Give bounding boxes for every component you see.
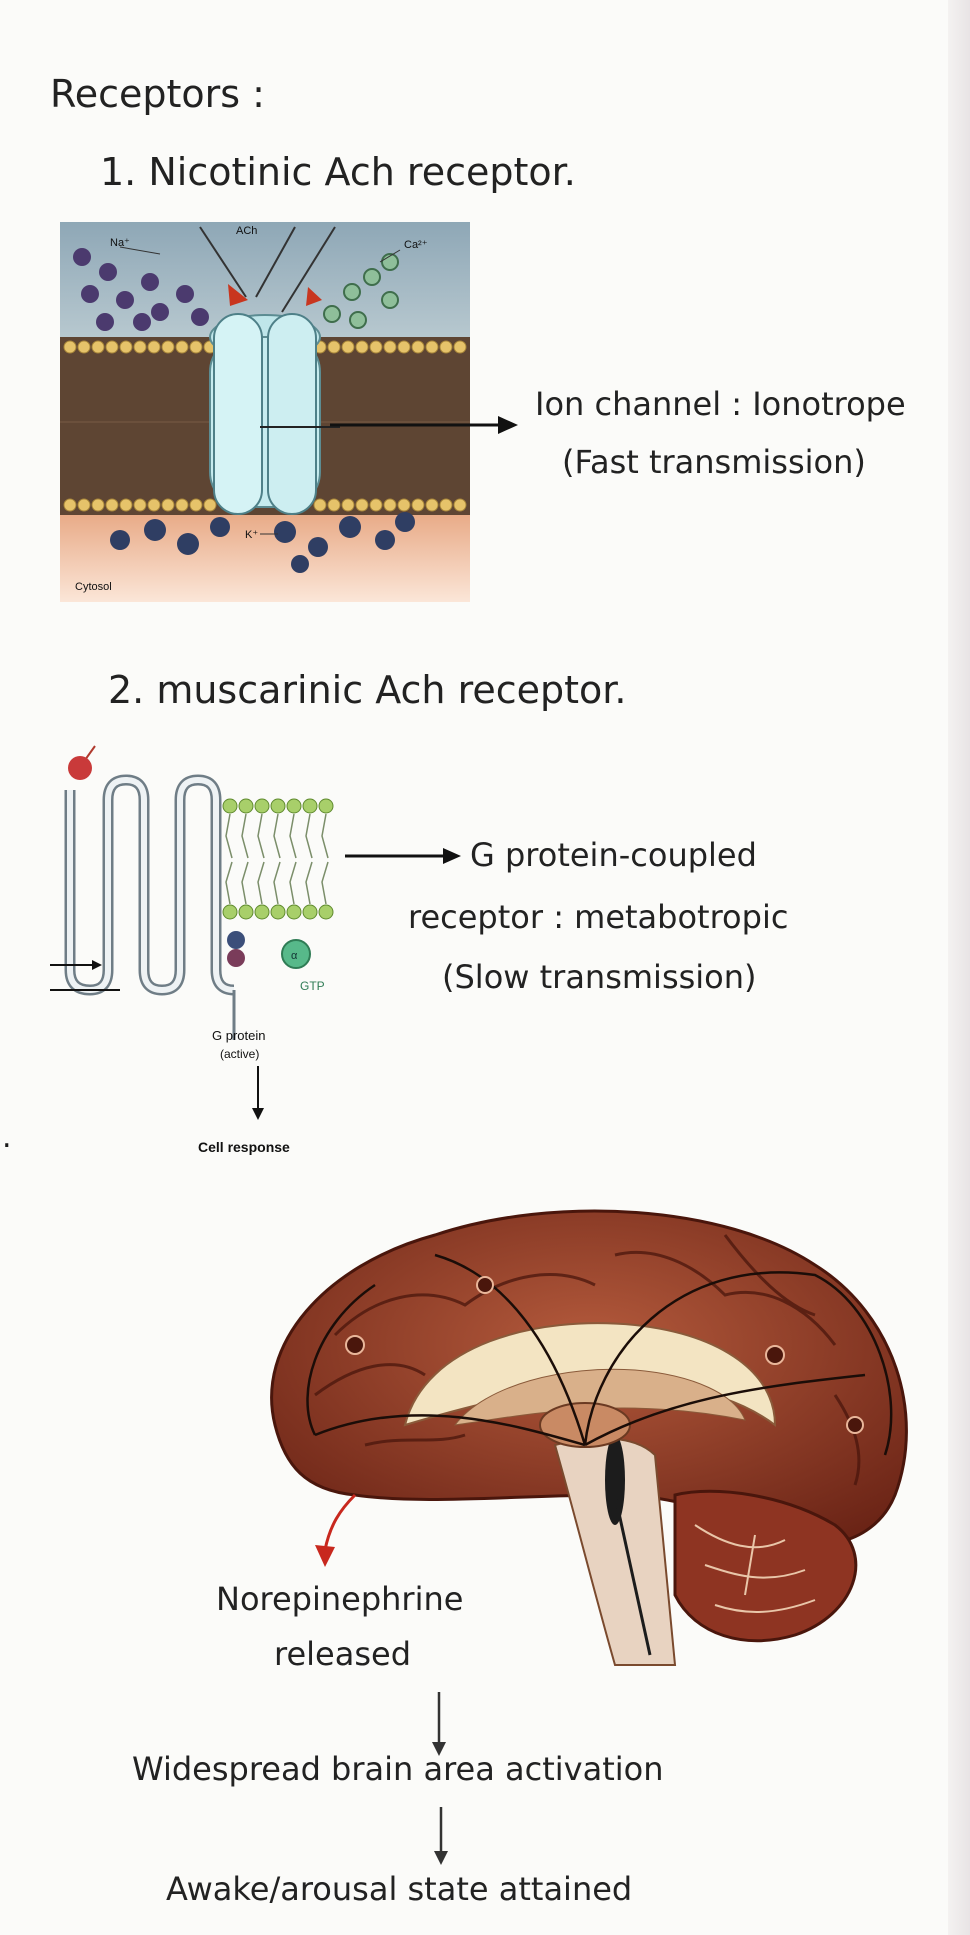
ca-ion-label: Ca²⁺: [404, 239, 428, 251]
cell-response-label: Cell response: [198, 1139, 290, 1155]
page-edge: [948, 0, 970, 1935]
arousal-state-step: Awake/arousal state attained: [166, 1870, 633, 1908]
gpcr-note-line1: G protein-coupled: [470, 836, 757, 874]
muscarinic-title: 2. muscarinic Ach receptor.: [108, 668, 627, 712]
cytosol-label: Cytosol: [75, 581, 112, 593]
brain-sagittal-illustration: [270, 1209, 908, 1666]
fast-transmission-note: (Fast transmission): [562, 443, 866, 481]
gpcr-arrow: [345, 848, 461, 864]
nicotinic-title: 1. Nicotinic Ach receptor.: [100, 150, 576, 194]
slow-transmission-note: (Slow transmission): [442, 958, 757, 996]
flow-arrow-2: [434, 1807, 448, 1865]
receptors-heading: Receptors :: [50, 72, 265, 116]
flow-arrow-1: [432, 1692, 446, 1756]
norepinephrine-label: Norepinephrine: [216, 1580, 464, 1618]
alpha-subunit-label: α: [291, 950, 298, 962]
ach-label: ACh: [236, 225, 257, 237]
ion-channel-note: Ion channel : Ionotrope: [535, 385, 906, 423]
released-label: released: [274, 1635, 411, 1673]
gpcr-note-line2: receptor : metabotropic: [408, 898, 789, 936]
na-ion-label: Na⁺: [110, 237, 130, 249]
ion-channel-arrow: [330, 416, 518, 434]
k-ion-label: K⁺: [245, 529, 258, 541]
gtp-label: GTP: [300, 979, 325, 993]
widespread-activation-step: Widespread brain area activation: [132, 1750, 664, 1788]
g-protein-label: G protein: [212, 1028, 265, 1043]
muscarinic-receptor-diagram: α GTP G protein (active) Cell response: [50, 745, 334, 1155]
margin-dot: .: [2, 1120, 12, 1155]
g-protein-active-label: (active): [220, 1047, 259, 1061]
